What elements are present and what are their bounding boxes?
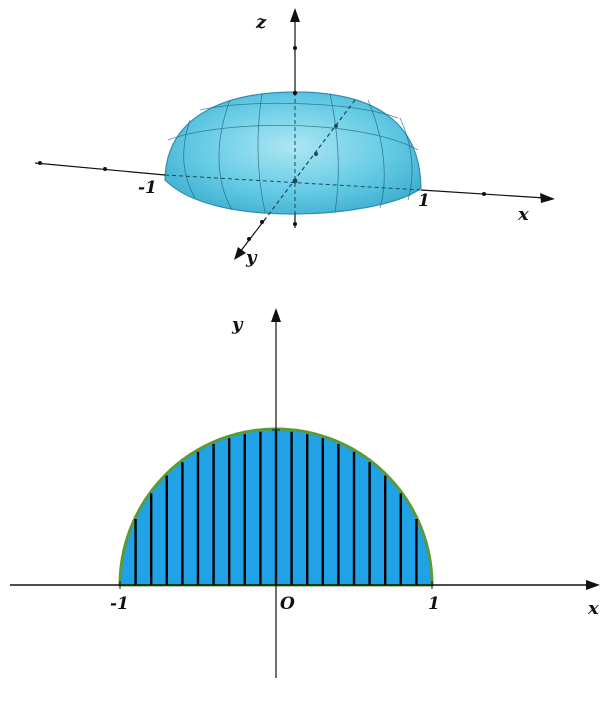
y-axis-arrow [234,247,246,260]
x-axis-label-2d: x [587,598,599,619]
hemisphere-grid [167,93,419,213]
y-axis-arrow-2d [271,308,281,322]
tick-label-one-3d: 1 [418,191,430,211]
origin-label: O [280,594,295,614]
x-axis-arrow-2d [586,580,600,590]
axis-ticks-3d [38,46,486,241]
hemisphere-3d-figure: z x y -1 1 [34,8,555,268]
z-axis-arrow [290,8,300,22]
hemisphere-surface [164,91,422,215]
x-axis-arrow [540,193,555,203]
tick-label-one-2d: 1 [428,594,440,614]
x-axis-label: x [517,204,529,225]
tick-label-neg-one-2d: -1 [110,594,129,614]
y-axis-label-2d: y [231,314,244,335]
y-axis-hidden [265,99,356,219]
vertical-strips [134,431,418,585]
tick-label-neg-one-3d: -1 [138,178,157,198]
axis-ticks-2d [119,429,433,589]
y-axis-label: y [245,247,258,268]
half-disk-2d-figure: y x -1 O 1 [10,308,600,678]
x-axis-left [34,162,166,176]
z-axis-label: z [255,12,267,33]
